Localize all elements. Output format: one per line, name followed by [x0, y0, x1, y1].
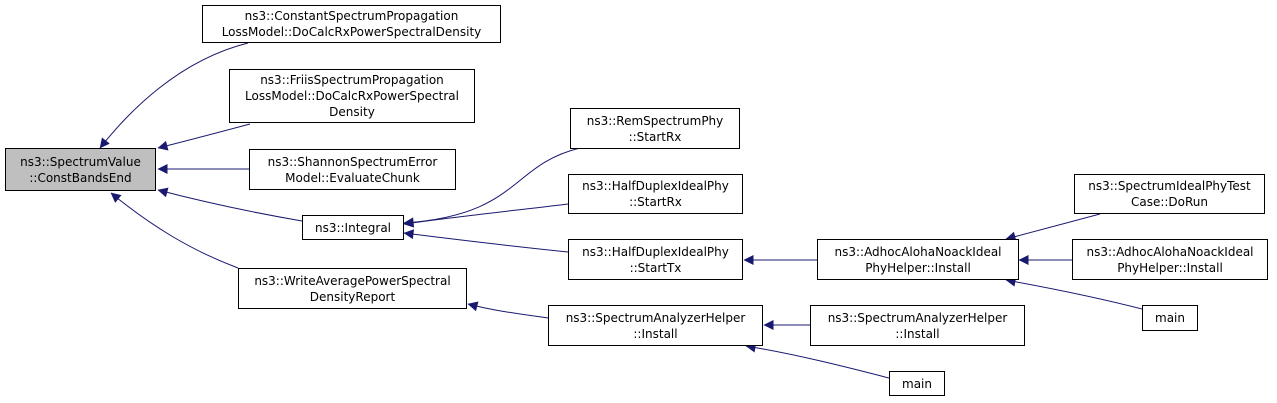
edge-rem_startrx-to-integral: [403, 147, 581, 228]
node-spectrumvalue-constbandsend: ns3::SpectrumValue ::ConstBandsEnd: [5, 148, 156, 191]
node-label: ns3::ShannonSpectrumError Model::Evaluat…: [267, 154, 438, 185]
edge-integral-to-root: [157, 187, 303, 222]
node-label: ns3::SpectrumIdealPhyTest Case::DoRun: [1088, 179, 1251, 209]
node-constantspectrumpropagationlossmodel[interactable]: ns3::ConstantSpectrumPropagation LossMod…: [202, 5, 501, 43]
edge-hd_starttx-to-integral: [403, 229, 569, 253]
node-spectrumanalyzerhelper-install-caller[interactable]: ns3::SpectrumAnalyzerHelper ::Install: [810, 305, 1025, 346]
edge-friis_spectrum-to-root: [157, 123, 251, 151]
edge-ideal_test-to-adhoc_install: [1005, 213, 1101, 242]
node-label: ns3::AdhocAlohaNoackIdeal PhyHelper::Ins…: [1086, 244, 1254, 275]
node-main-spectrumanalyzer[interactable]: main: [889, 371, 945, 396]
node-label: ns3::WriteAveragePowerSpectral DensityRe…: [254, 273, 451, 304]
node-label: main: [1155, 311, 1185, 325]
node-label: main: [902, 376, 932, 391]
node-halfduplexidealphy-startrx[interactable]: ns3::HalfDuplexIdealPhy ::StartRx: [568, 174, 743, 214]
node-halfduplexidealphy-starttx[interactable]: ns3::HalfDuplexIdealPhy ::StartTx: [568, 239, 743, 280]
node-integral[interactable]: ns3::Integral: [302, 215, 404, 240]
node-label: ns3::HalfDuplexIdealPhy ::StartTx: [582, 244, 729, 275]
node-label: ns3::HalfDuplexIdealPhy ::StartRx: [582, 179, 729, 209]
node-label: ns3::RemSpectrumPhy ::StartRx: [586, 113, 724, 144]
node-label: ns3::Integral: [314, 220, 392, 235]
node-remspectrumphy-startrx[interactable]: ns3::RemSpectrumPhy ::StartRx: [570, 108, 740, 149]
node-label: ns3::FriisSpectrumPropagation LossModel:…: [245, 73, 459, 119]
edge-write_avg-to-root: [110, 192, 239, 269]
node-spectrumanalyzerhelper-install[interactable]: ns3::SpectrumAnalyzerHelper ::Install: [548, 305, 763, 346]
edge-main2-to-adhoc_install: [1005, 276, 1147, 311]
node-adhocalohanoackidealphyhelper-install-caller[interactable]: ns3::AdhocAlohaNoackIdeal PhyHelper::Ins…: [1072, 239, 1268, 280]
node-label: ns3::SpectrumValue ::ConstBandsEnd: [20, 154, 141, 185]
node-label: ns3::ConstantSpectrumPropagation LossMod…: [221, 9, 482, 39]
node-writeaveragepowerspectraldensityreport[interactable]: ns3::WriteAveragePowerSpectral DensityRe…: [238, 268, 467, 309]
node-label: ns3::AdhocAlohaNoackIdeal PhyHelper::Ins…: [834, 244, 1002, 275]
node-label: ns3::SpectrumAnalyzerHelper ::Install: [565, 310, 746, 341]
edge-hd_startrx-to-integral: [403, 203, 569, 228]
node-label: ns3::SpectrumAnalyzerHelper ::Install: [827, 310, 1008, 341]
node-main-adhoc[interactable]: main: [1142, 305, 1198, 331]
node-spectrumidealphytestcase-dorun[interactable]: ns3::SpectrumIdealPhyTest Case::DoRun: [1074, 174, 1265, 214]
edge-const_spectrum-to-root: [99, 42, 249, 149]
node-adhocalohanoackidealphyhelper-install[interactable]: ns3::AdhocAlohaNoackIdeal PhyHelper::Ins…: [817, 239, 1019, 280]
node-friisspectrumpropagationlossmodel[interactable]: ns3::FriisSpectrumPropagation LossModel:…: [229, 69, 475, 123]
edge-sa_install-to-write_avg: [467, 301, 549, 319]
node-shannonspectrumerrormodel[interactable]: ns3::ShannonSpectrumError Model::Evaluat…: [249, 149, 456, 190]
edge-main1-to-sa_install: [745, 342, 890, 379]
